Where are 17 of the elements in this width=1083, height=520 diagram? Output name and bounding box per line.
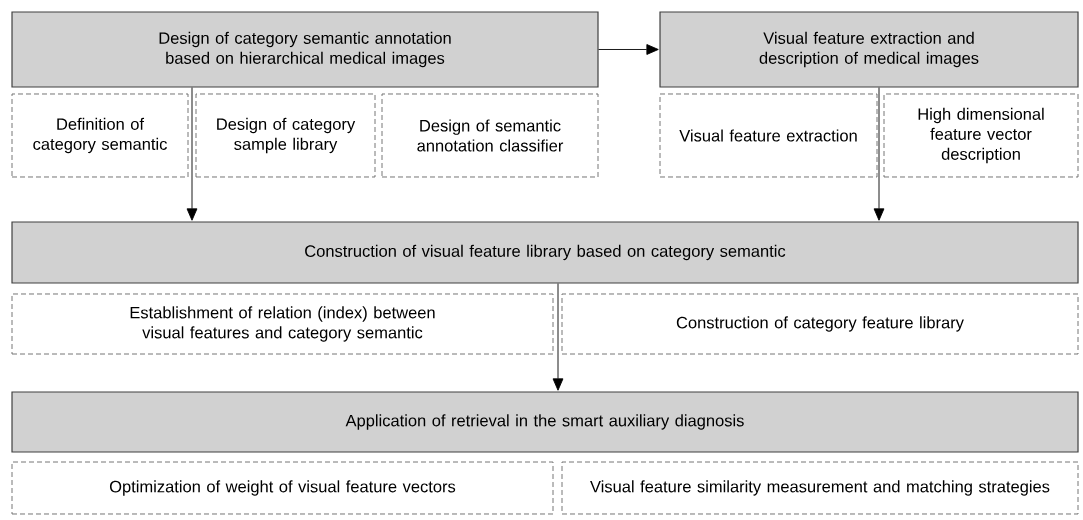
arrow xyxy=(552,283,564,391)
dashed-box: Optimization of weight of visual feature vectors xyxy=(11,461,554,515)
dashed-box: Visual feature similarity measurement and matching strategies xyxy=(561,461,1079,515)
dashed-box: High dimensional feature vector description xyxy=(883,93,1079,178)
arrow xyxy=(873,87,885,221)
dashed-box: Definition of category semantic xyxy=(11,93,189,178)
heading-box: Application of retrieval in the smart auxiliary diagnosis xyxy=(11,391,1079,453)
arrow xyxy=(186,87,198,221)
heading-box: Visual feature extraction and description of medical images xyxy=(659,11,1079,88)
arrow xyxy=(598,44,659,55)
dashed-box: Design of category sample library xyxy=(195,93,376,178)
dashed-box: Construction of category feature library xyxy=(561,293,1079,355)
heading-box: Construction of visual feature library based on category semantic xyxy=(11,221,1079,284)
dashed-box: Visual feature extraction xyxy=(659,93,878,178)
dashed-box: Establishment of relation (index) between visual features and category semantic xyxy=(11,293,554,355)
dashed-box: Design of semantic annotation classifier xyxy=(381,93,599,178)
heading-box: Design of category semantic annotation based on hierarchical medical images xyxy=(11,11,599,88)
